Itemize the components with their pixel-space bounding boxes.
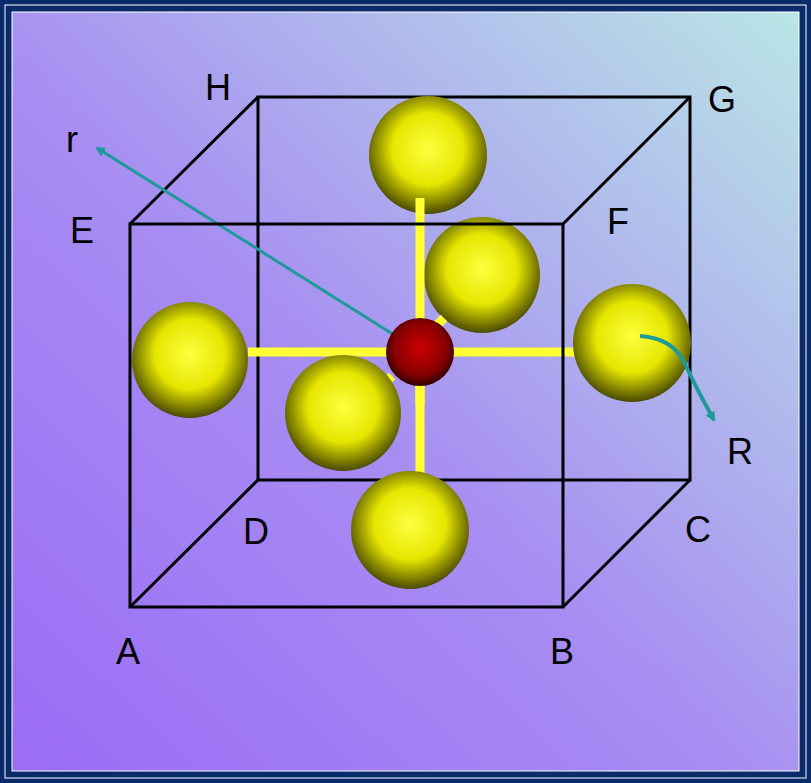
vertex-label: D <box>243 514 269 550</box>
sphere <box>132 302 248 418</box>
vertex-label: C <box>685 512 711 548</box>
vertex-label: A <box>116 634 140 670</box>
sphere <box>369 96 487 214</box>
vertex-label: G <box>708 82 736 118</box>
sphere <box>573 284 691 402</box>
vertex-label: E <box>70 213 94 249</box>
vertex-label: B <box>550 634 574 670</box>
rods <box>248 198 590 490</box>
sphere <box>424 217 540 333</box>
vertex-label: H <box>205 70 231 106</box>
cube-edges <box>130 97 690 607</box>
radius-label: r <box>66 122 78 158</box>
radius-arrow <box>97 148 410 345</box>
vertex-label: F <box>607 204 629 240</box>
sphere <box>285 355 401 471</box>
background <box>12 12 799 771</box>
radius-label: R <box>727 434 753 470</box>
radius-arrow <box>640 336 714 420</box>
cube-front-face <box>130 224 563 607</box>
sphere <box>351 471 469 589</box>
interstitial-atom <box>386 318 454 386</box>
